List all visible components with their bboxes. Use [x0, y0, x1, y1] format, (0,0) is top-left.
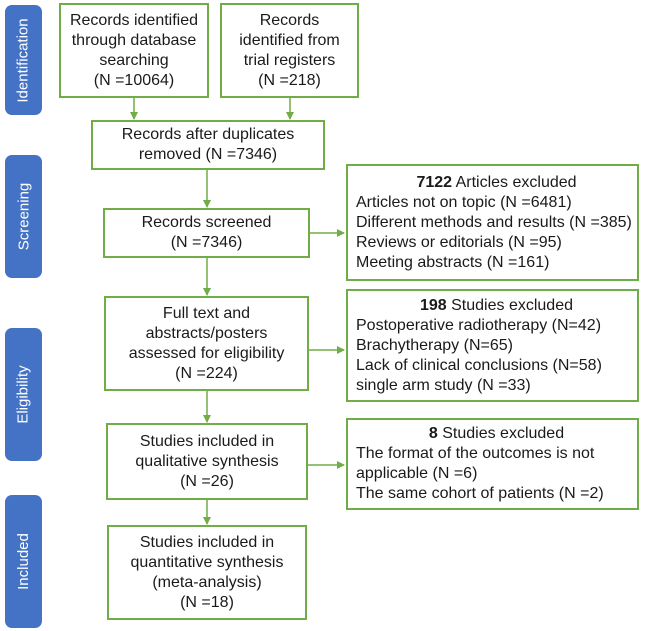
qualitative-line-1: Studies included in [139, 432, 275, 450]
fulltext-line-2: abstracts/posters [145, 324, 268, 342]
duplicates-line-2: removed (N =7346) [138, 146, 278, 163]
qualitative-exclusions-box: 8 Studies excluded The format of the out… [346, 418, 639, 510]
quantitative-line-1: Studies included in [139, 533, 275, 551]
registers-line-1: Records [259, 11, 320, 29]
fulltext-line-4: (N =224) [175, 364, 238, 382]
exclusion-item: applicable (N =6) [356, 465, 478, 482]
screening-exclusions-box: 7122 Articles excluded Articles not on t… [346, 164, 639, 281]
duplicates-removed-box: Records after duplicates removed (N =734… [91, 120, 325, 170]
fulltext-line-1: Full text and [162, 304, 251, 322]
database-line-1: Records identified [69, 11, 199, 29]
exclusion-item: single arm study (N =33) [356, 376, 531, 394]
phase-eligibility: Eligibility [5, 328, 42, 461]
screened-line-1: Records screened [141, 214, 272, 231]
full-text-assessed-box: Full text and abstracts/posters assessed… [104, 296, 309, 391]
quantitative-line-3: (meta-analysis) [152, 573, 262, 591]
database-line-2: through database [71, 31, 197, 49]
database-line-3: searching [99, 51, 169, 69]
qualitative-line-3: (N =26) [180, 472, 234, 490]
screening-exclusions-label: Articles excluded [452, 173, 577, 191]
screening-exclusions-title: 7122 Articles excluded [416, 173, 576, 193]
qualitative-exclusions-count: 8 [428, 425, 438, 442]
exclusion-item: Lack of clinical conclusions (N=58) [356, 356, 602, 374]
phase-included: Included [5, 495, 42, 628]
exclusion-item: Brachytherapy (N=65) [356, 336, 513, 354]
records-screened-box: Records screened (N =7346) [103, 208, 310, 258]
exclusion-item: Articles not on topic (N =6481) [356, 193, 572, 211]
phase-screening: Screening [5, 155, 42, 278]
register-records-box: Records identified from trial registers … [220, 3, 359, 98]
exclusion-item: The format of the outcomes is not [356, 445, 595, 462]
qualitative-synthesis-box: Studies included in qualitative synthesi… [106, 423, 308, 500]
exclusion-item: Reviews or editorials (N =95) [356, 233, 562, 251]
screening-exclusions-count: 7122 [416, 173, 453, 191]
registers-line-2: identified from [239, 31, 340, 49]
eligibility-exclusions-title: 198 Studies excluded [420, 296, 573, 316]
qualitative-line-2: qualitative synthesis [135, 452, 279, 470]
qualitative-exclusions-label: Studies excluded [437, 425, 565, 442]
registers-line-4: (N =218) [258, 71, 321, 89]
quantitative-synthesis-box: Studies included in quantitative synthes… [107, 525, 307, 620]
qualitative-exclusions-title: 8 Studies excluded [429, 424, 564, 444]
quantitative-line-2: quantitative synthesis [130, 553, 284, 571]
exclusion-item: Different methods and results (N =385) [356, 213, 632, 231]
quantitative-line-4: (N =18) [180, 593, 234, 611]
screened-line-2: (N =7346) [170, 234, 243, 251]
eligibility-exclusions-count: 198 [419, 296, 447, 314]
fulltext-line-3: assessed for eligibility [128, 344, 285, 362]
eligibility-exclusions-box: 198 Studies excluded Postoperative radio… [346, 289, 639, 402]
exclusion-item: The same cohort of patients (N =2) [356, 485, 604, 502]
registers-line-3: trial registers [243, 51, 336, 69]
exclusion-item: Postoperative radiotherapy (N=42) [356, 316, 602, 334]
database-records-box: Records identified through database sear… [59, 3, 209, 98]
eligibility-exclusions-label: Studies excluded [446, 296, 573, 314]
phase-identification: Identification [5, 5, 42, 115]
duplicates-line-1: Records after duplicates [121, 126, 295, 143]
database-line-4: (N =10064) [93, 71, 175, 89]
exclusion-item: Meeting abstracts (N =161) [356, 253, 550, 271]
